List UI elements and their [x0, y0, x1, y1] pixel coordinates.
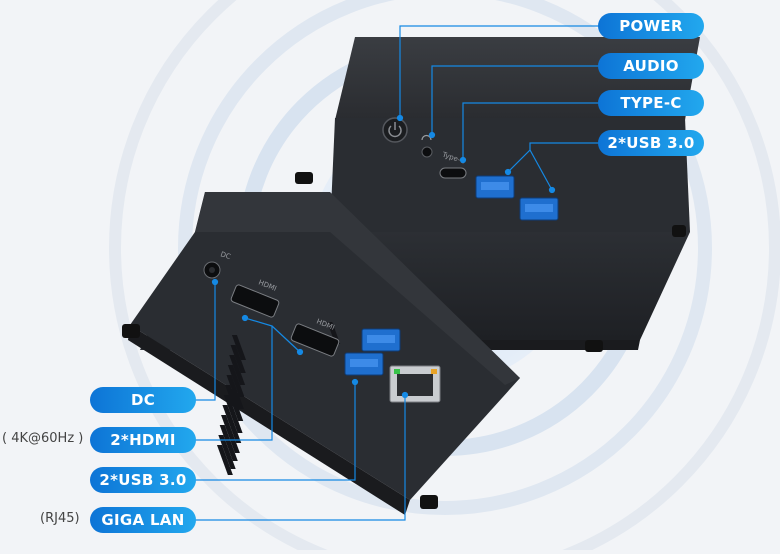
type-c-port-icon: [439, 167, 467, 179]
dc-engraving: DC: [219, 250, 231, 261]
type-c-label: TYPE-C: [598, 90, 704, 116]
audio-label: AUDIO: [598, 53, 704, 79]
hdmi-label: 2*HDMI: [90, 427, 196, 453]
power-label: POWER: [598, 13, 704, 39]
usb-front-label: 2*USB 3.0: [598, 130, 704, 156]
hdmi-note: ( 4K@60Hz ): [2, 431, 84, 446]
hdmi-port-icon: [290, 323, 340, 357]
lan-note: (RJ45): [40, 511, 80, 526]
device-rear: DC HDMI HDMI: [122, 192, 520, 515]
audio-jack-icon: [421, 146, 433, 158]
lan-label: GIGA LAN: [90, 507, 196, 533]
dc-label: DC: [90, 387, 196, 413]
vent-grille: [216, 322, 341, 475]
callout-lines: [195, 25, 600, 521]
usb-rear-label: 2*USB 3.0: [90, 467, 196, 493]
hdmi-port-icon: [230, 284, 280, 318]
